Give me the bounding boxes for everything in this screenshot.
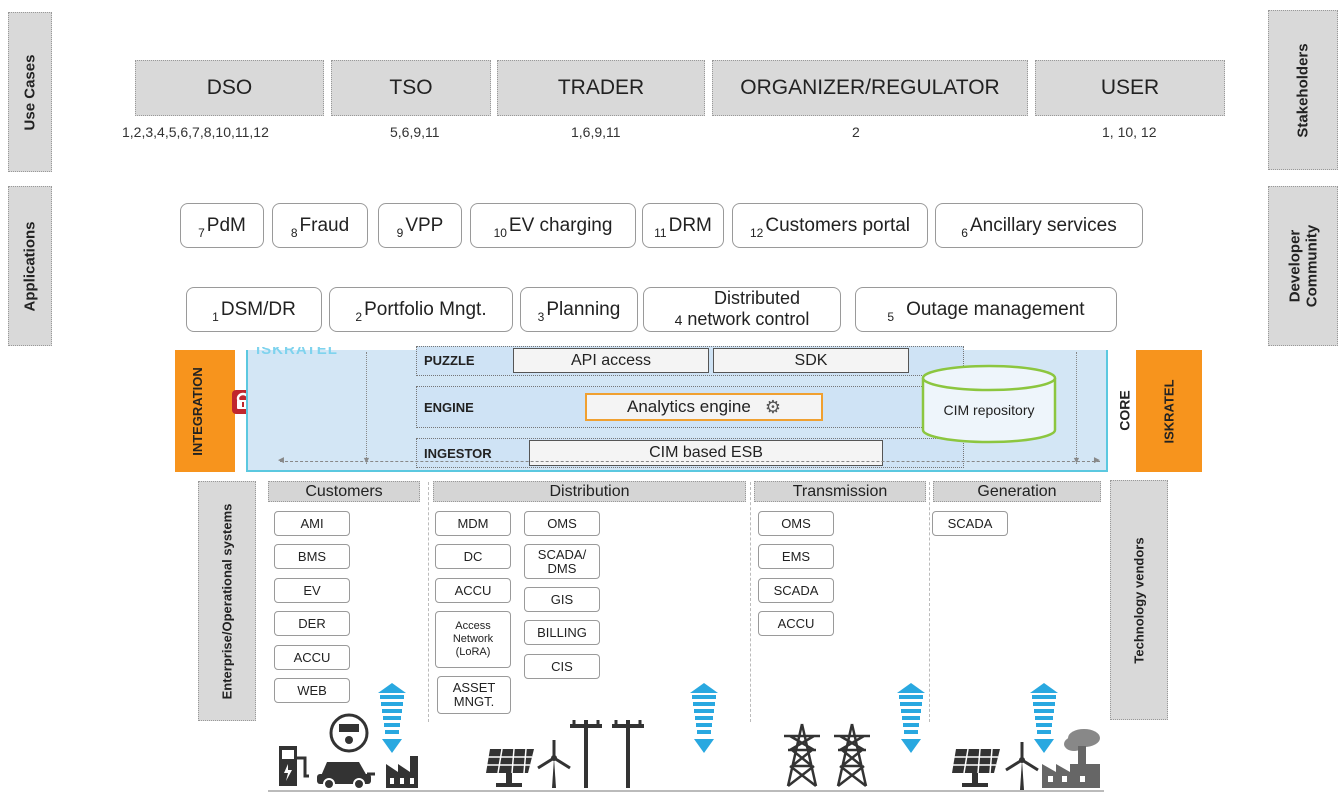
system-web: WEB	[274, 678, 350, 703]
divider-2	[750, 482, 751, 722]
cim-repository-label: CIM repository	[943, 402, 1035, 418]
analytics-engine-box: Analytics engine ⚙	[585, 393, 823, 421]
electric-car-icon	[315, 752, 377, 790]
stakeholders-label: Stakeholders	[1268, 10, 1338, 170]
use-case-organizer-numbers: 2	[852, 124, 860, 140]
platform-arrow-down-right: ▼	[1072, 455, 1081, 465]
platform-arrow-left: ◄	[276, 455, 286, 466]
category-transmission: Transmission	[754, 481, 926, 502]
gear-icon: ⚙	[764, 396, 781, 417]
divider-1	[428, 482, 429, 722]
use-case-organizer: ORGANIZER/REGULATOR	[712, 60, 1028, 116]
data-arrow-icon	[690, 683, 718, 755]
system-ems: EMS	[758, 544, 834, 569]
data-arrow-icon	[897, 683, 925, 755]
platform-logo: ISKRATEL	[256, 347, 338, 358]
system-scada-transmission: SCADA	[758, 578, 834, 603]
use-case-tso-numbers: 5,6,9,11	[390, 124, 440, 140]
platform-arrow-right: ►	[1092, 455, 1102, 466]
iskratel-bar: ISKRATEL	[1136, 350, 1202, 472]
factory-icon	[384, 748, 428, 790]
solar-panel-icon	[484, 745, 540, 789]
wind-turbine-icon	[1002, 740, 1042, 792]
system-accu-distribution: ACCU	[435, 578, 511, 603]
ingestor-label: INGESTOR	[424, 446, 492, 461]
platform-arrow-down-left: ▼	[362, 455, 371, 465]
system-bms: BMS	[274, 544, 350, 569]
system-accu-transmission: ACCU	[758, 611, 834, 636]
use-case-dso: DSO	[135, 60, 324, 116]
system-ami: AMI	[274, 511, 350, 536]
power-plant-icon	[1040, 728, 1106, 790]
category-distribution: Distribution	[433, 481, 746, 502]
use-cases-label: Use Cases	[8, 12, 52, 172]
ev-charger-icon	[275, 740, 315, 790]
puzzle-label: PUZZLE	[424, 353, 475, 368]
integration-label: INTEGRATION	[189, 366, 205, 456]
system-asset-mngt: ASSET MNGT.	[437, 676, 511, 714]
wind-turbine-icon	[534, 738, 574, 790]
sdk-box: SDK	[713, 348, 909, 373]
community-text: Community	[1303, 224, 1320, 308]
cim-repository	[920, 364, 1058, 444]
integration-bar	[175, 350, 235, 472]
data-arrow-icon	[1030, 683, 1058, 755]
applications-label: Applications	[8, 186, 52, 346]
system-scada-generation: SCADA	[932, 511, 1008, 536]
ground-line	[268, 790, 1104, 792]
system-ev: EV	[274, 578, 350, 603]
system-cis: CIS	[524, 654, 600, 679]
divider-3	[929, 482, 930, 722]
use-case-user: USER	[1035, 60, 1225, 116]
system-accu-customers: ACCU	[274, 645, 350, 670]
platform-dotted-divider-right	[1076, 352, 1077, 464]
category-customers: Customers	[268, 481, 420, 502]
platform-arrow-line	[280, 461, 1100, 462]
transmission-tower-icon	[780, 722, 824, 788]
platform-dotted-divider-left	[366, 352, 367, 464]
api-access-box: API access	[513, 348, 709, 373]
system-billing: BILLING	[524, 620, 600, 645]
system-dc: DC	[435, 544, 511, 569]
solar-panel-icon	[950, 745, 1006, 789]
data-arrow-icon	[378, 683, 406, 755]
transmission-tower-icon	[830, 722, 874, 788]
system-oms-distribution: OMS	[524, 511, 600, 536]
engine-label: ENGINE	[424, 400, 474, 415]
system-gis: GIS	[524, 587, 600, 612]
use-case-trader-numbers: 1,6,9,11	[571, 124, 621, 140]
power-pole-icon	[568, 716, 604, 790]
use-case-tso: TSO	[331, 60, 491, 116]
system-oms-transmission: OMS	[758, 511, 834, 536]
developer-text: Developer	[1286, 229, 1303, 303]
use-case-trader: TRADER	[497, 60, 705, 116]
system-scada-dms: SCADA/ DMS	[524, 544, 600, 579]
cim-esb-box: CIM based ESB	[529, 440, 883, 466]
system-der: DER	[274, 611, 350, 636]
use-case-dso-numbers: 1,2,3,4,5,6,7,8,10,11,12	[122, 124, 269, 140]
category-generation: Generation	[933, 481, 1101, 502]
system-mdm: MDM	[435, 511, 511, 536]
use-case-user-numbers: 1, 10, 12	[1102, 124, 1157, 140]
technology-vendors-label: Technology vendors	[1110, 480, 1168, 720]
power-pole-icon	[610, 716, 646, 790]
system-access-network: Access Network (LoRA)	[435, 611, 511, 668]
enterprise-systems-label: Enterprise/Operational systems	[198, 481, 256, 721]
app-distributed-network-control: Distributed 4 network control	[643, 287, 841, 332]
smart-meter-icon	[328, 712, 370, 754]
